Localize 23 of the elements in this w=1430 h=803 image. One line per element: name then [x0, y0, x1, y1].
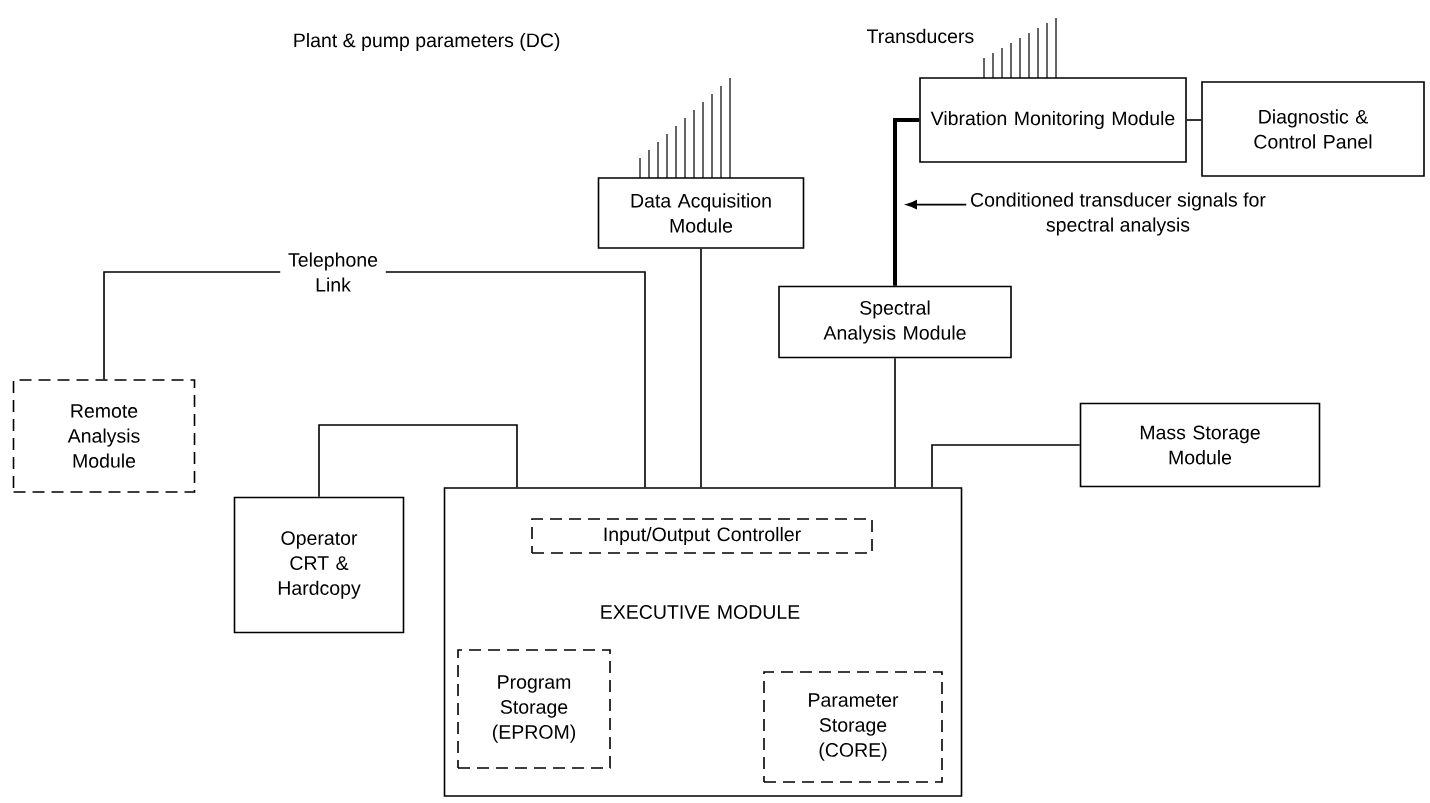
dashed-box: Program Storage (EPROM): [457, 649, 611, 769]
connector-line: [103, 271, 281, 380]
module-box: Data Acquisition Module: [597, 177, 805, 249]
note-text: Telephone Link: [288, 252, 378, 292]
connector-line: [894, 357, 896, 488]
signal-label: Transducers: [867, 28, 974, 44]
module-box: Spectral Analysis Module: [778, 285, 1012, 359]
signal-label: Plant & pump parameters (DC): [294, 32, 560, 52]
connector-line: [318, 424, 518, 498]
module-box: Operator CRT & Hardcopy: [233, 496, 405, 634]
module-box: Mass Storage Module: [1079, 402, 1321, 488]
module-box: Diagnostic & Control Panel: [1201, 81, 1425, 177]
dashed-box: Parameter Storage (CORE): [763, 671, 943, 783]
note-text: Conditioned transducer signals for spectral analysis: [971, 192, 1266, 236]
dashed-box: Remote Analysis Module: [12, 379, 196, 493]
dashed-box: Input/Output Controller: [531, 518, 873, 554]
connector-line: [893, 118, 920, 286]
module-box: Vibration Monitoring Module: [919, 77, 1187, 163]
connector-line: [385, 271, 646, 488]
connector-line: [1186, 119, 1202, 121]
leader-arrow: [906, 200, 968, 209]
connector-line: [931, 444, 1081, 488]
connector-line: [700, 248, 702, 488]
